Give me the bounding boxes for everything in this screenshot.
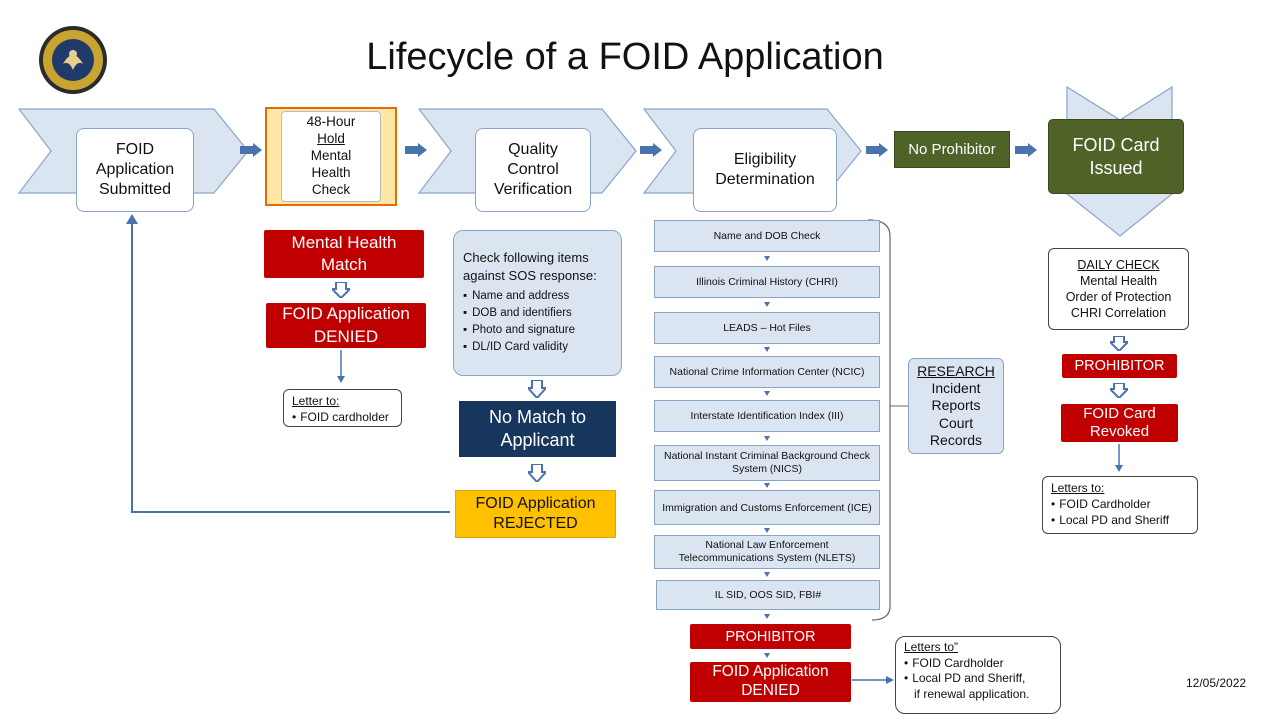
down-arrow-icon — [1110, 383, 1128, 398]
down-arrow-icon — [764, 302, 770, 307]
quality-check-box: Check following items against SOS respon… — [453, 230, 622, 376]
down-arrow-icon — [764, 653, 770, 658]
issued-letter-callout: Letters to: FOID Cardholder Local PD and… — [1042, 476, 1198, 534]
no-match-label: No Match to Applicant — [488, 406, 587, 450]
mental-health-match-label: Mental Health Match — [291, 232, 397, 274]
check-item: National Law Enforcement Telecommunicati… — [654, 535, 880, 569]
stage-eligibility: Eligibility Determination — [693, 128, 837, 212]
elig-letter-callout: Letters to” FOID Cardholder Local PD and… — [895, 636, 1061, 714]
check-item: Interstate Identification Index (III) — [654, 400, 880, 432]
down-arrow-icon — [764, 572, 770, 577]
issued-letter-title: Letters to: — [1051, 481, 1105, 495]
no-match-box: No Match to Applicant — [459, 401, 616, 457]
stage-issued: FOID Card Issued — [1048, 119, 1184, 194]
quality-check-item: DL/ID Card validity — [463, 339, 613, 356]
stage-hold: 48-Hour Hold Mental Health Check — [265, 107, 397, 206]
research-item: Reports — [931, 397, 981, 414]
issued-letter-item: FOID Cardholder — [1051, 496, 1189, 512]
quality-check-heading: Check following items against SOS respon… — [463, 250, 597, 283]
check-item: National Instant Criminal Background Che… — [654, 445, 880, 481]
rejected-label: FOID Application REJECTED — [475, 495, 596, 532]
down-arrow-icon — [764, 614, 770, 619]
down-arrow-icon — [764, 256, 770, 261]
check-item: Immigration and Customs Enforcement (ICE… — [654, 490, 880, 525]
down-arrow-icon — [764, 528, 770, 533]
mh-letter-item: FOID cardholder — [292, 409, 393, 425]
daily-check-item: CHRI Correlation — [1070, 306, 1167, 321]
daily-check-box: DAILY CHECK Mental Health Order of Prote… — [1048, 248, 1189, 330]
right-arrow-icon — [405, 143, 427, 157]
elig-prohibitor-box: PROHIBITOR — [690, 624, 851, 649]
elig-denied-label: FOID Application DENIED — [712, 663, 829, 699]
hold-line1: 48-Hour — [306, 114, 356, 130]
hold-line3: Mental Health Check — [310, 148, 352, 197]
seal-logo — [39, 26, 107, 94]
check-item: LEADS – Hot Files — [654, 312, 880, 344]
stage-submitted: FOID Application Submitted — [76, 128, 194, 212]
research-item: Incident — [931, 380, 981, 397]
mh-denied-box: FOID Application DENIED — [266, 303, 426, 348]
check-item: National Crime Information Center (NCIC) — [654, 356, 880, 388]
hold-line2: Hold — [317, 131, 345, 147]
elig-letter-item: Local PD and Sheriff, — [904, 671, 1052, 687]
issued-letter-item: Local PD and Sheriff — [1051, 512, 1189, 528]
no-prohibitor-label: No Prohibitor — [908, 141, 996, 158]
elig-letter-item-cont: if renewal application. — [914, 686, 1030, 701]
research-item: Records — [929, 431, 983, 448]
check-item: Illinois Criminal History (CHRI) — [654, 266, 880, 298]
revoked-label: FOID Card Revoked — [1083, 404, 1156, 440]
elig-prohibitor-label: PROHIBITOR — [725, 628, 816, 645]
check-item: IL SID, OOS SID, FBI# — [656, 580, 880, 610]
daily-check-item: Order of Protection — [1065, 290, 1172, 304]
down-arrow-icon — [764, 483, 770, 488]
quality-check-item: DOB and identifiers — [463, 305, 613, 322]
stage-issued-label: FOID Card Issued — [1072, 135, 1160, 178]
check-item: Name and DOB Check — [654, 220, 880, 252]
right-arrow-icon — [866, 143, 888, 157]
right-arrow-icon — [240, 143, 262, 157]
daily-check-title: DAILY CHECK — [1077, 257, 1160, 272]
no-prohibitor-box: No Prohibitor — [894, 131, 1010, 168]
revoked-box: FOID Card Revoked — [1061, 404, 1178, 442]
quality-check-item: Photo and signature — [463, 322, 613, 339]
daily-check-item: Mental Health — [1079, 273, 1158, 288]
mh-denied-label: FOID Application DENIED — [282, 304, 410, 346]
issued-prohibitor-box: PROHIBITOR — [1062, 354, 1177, 378]
right-arrow-icon — [640, 143, 662, 157]
mental-health-match-box: Mental Health Match — [264, 230, 424, 278]
research-item: Court — [938, 414, 974, 431]
stage-eligibility-label: Eligibility Determination — [715, 151, 815, 188]
date-label: 12/05/2022 — [1186, 676, 1247, 690]
down-arrow-icon — [764, 347, 770, 352]
elig-letter-title: Letters to” — [904, 640, 959, 654]
issued-prohibitor-label: PROHIBITOR — [1074, 358, 1165, 374]
down-arrow-icon — [764, 436, 770, 441]
stage-submitted-label: FOID Application Submitted — [95, 141, 175, 198]
stage-quality: Quality Control Verification — [475, 128, 591, 212]
down-arrow-icon — [1110, 336, 1128, 351]
elig-denied-box: FOID Application DENIED — [690, 662, 851, 702]
elig-letter-item: FOID Cardholder — [904, 656, 1052, 672]
research-box: RESEARCH Incident Reports Court Records — [908, 358, 1004, 454]
down-arrow-icon — [332, 282, 350, 298]
mh-letter-title: Letter to: — [292, 394, 340, 408]
right-arrow-icon — [1015, 143, 1037, 157]
down-arrow-icon — [528, 464, 546, 482]
rejected-box: FOID Application REJECTED — [455, 490, 616, 538]
down-arrow-icon — [528, 380, 546, 398]
research-heading: RESEARCH — [917, 363, 995, 380]
quality-check-item: Name and address — [463, 288, 613, 305]
stage-quality-label: Quality Control Verification — [493, 141, 573, 198]
page-title: Lifecycle of a FOID Application — [366, 36, 884, 78]
down-arrow-icon — [764, 391, 770, 396]
mh-letter-callout: Letter to: FOID cardholder — [283, 389, 402, 427]
